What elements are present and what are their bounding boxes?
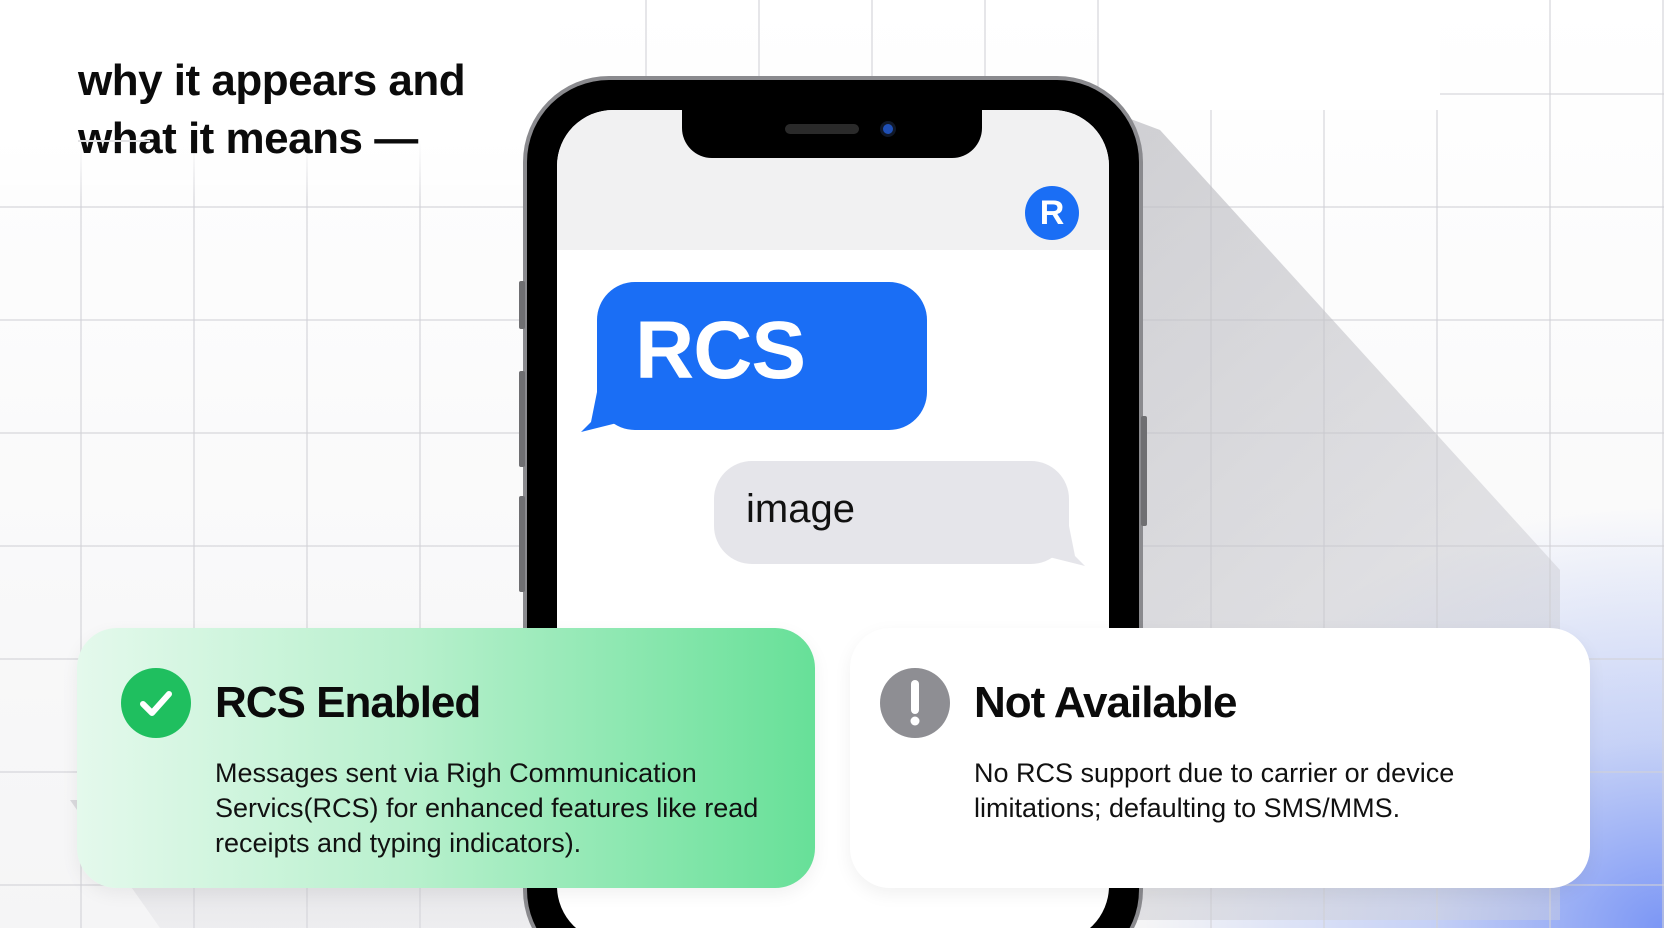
message-bubble-image[interactable]: image bbox=[714, 461, 1069, 564]
card-description: No RCS support due to carrier or device … bbox=[974, 758, 1455, 823]
grid-fade-right bbox=[1100, 0, 1440, 110]
headline-line-2: what it means — bbox=[78, 114, 418, 163]
speaker-grille bbox=[785, 124, 859, 134]
card-title: Not Available bbox=[974, 678, 1237, 727]
phone-volume-up bbox=[519, 371, 525, 467]
front-camera bbox=[880, 121, 896, 137]
message-bubble-rcs[interactable]: RCS bbox=[597, 282, 927, 430]
headline-rule bbox=[78, 140, 150, 142]
phone-notch bbox=[682, 110, 982, 158]
grid-fade bbox=[0, 0, 560, 200]
card-title: RCS Enabled bbox=[215, 678, 481, 727]
card-description: Messages sent via Righ Communication Ser… bbox=[215, 758, 759, 858]
exclamation-icon bbox=[880, 668, 950, 738]
phone-power-button bbox=[1141, 416, 1147, 526]
phone-side-button bbox=[519, 281, 525, 329]
headline-line-1: why it appears and bbox=[78, 56, 466, 105]
checkmark-icon bbox=[121, 668, 191, 738]
headline: why it appears and what it means — bbox=[78, 52, 466, 168]
phone-volume-down bbox=[519, 496, 525, 592]
rcs-enabled-card: RCS Enabled Messages sent via Righ Commu… bbox=[77, 628, 815, 888]
contact-avatar[interactable]: R bbox=[1025, 186, 1079, 240]
not-available-card: Not Available No RCS support due to carr… bbox=[850, 628, 1590, 888]
